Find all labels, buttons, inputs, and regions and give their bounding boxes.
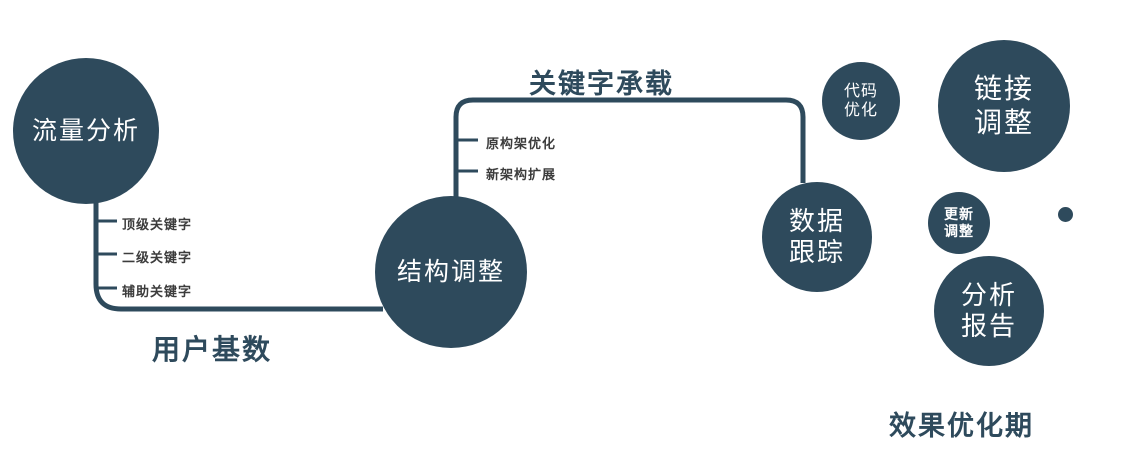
node-data-tracking: 数据 跟踪 [762,182,872,292]
node-code-optimize: 代码 优化 [822,62,900,140]
tick-label-top-keywords: 顶级关键字 [122,217,193,232]
tick-label-second-keywords: 二级关键字 [122,250,193,265]
connector-structure-to-tracking [453,97,806,197]
connector-traffic-to-structure [93,193,383,312]
edge-label-user-base: 用户基数 [152,334,273,365]
stage-label-effect-optimize: 效果优化期 [889,411,1034,441]
node-analysis-report: 分析 报告 [934,256,1044,366]
tick-label-arch-expand: 新架构扩展 [486,167,557,182]
node-update-adjust: 更新 调整 [928,192,990,254]
tick-label-arch-optimize: 原构架优化 [486,136,557,151]
tick-label-aux-keywords: 辅助关键字 [122,284,193,299]
node-link-adjust: 链接 调整 [938,40,1070,172]
node-traffic-analysis: 流量分析 [13,58,159,204]
small-dot [1058,207,1073,222]
edge-label-keyword-carry: 关键字承载 [529,69,674,99]
node-structure-adjust: 结构调整 [375,196,527,348]
